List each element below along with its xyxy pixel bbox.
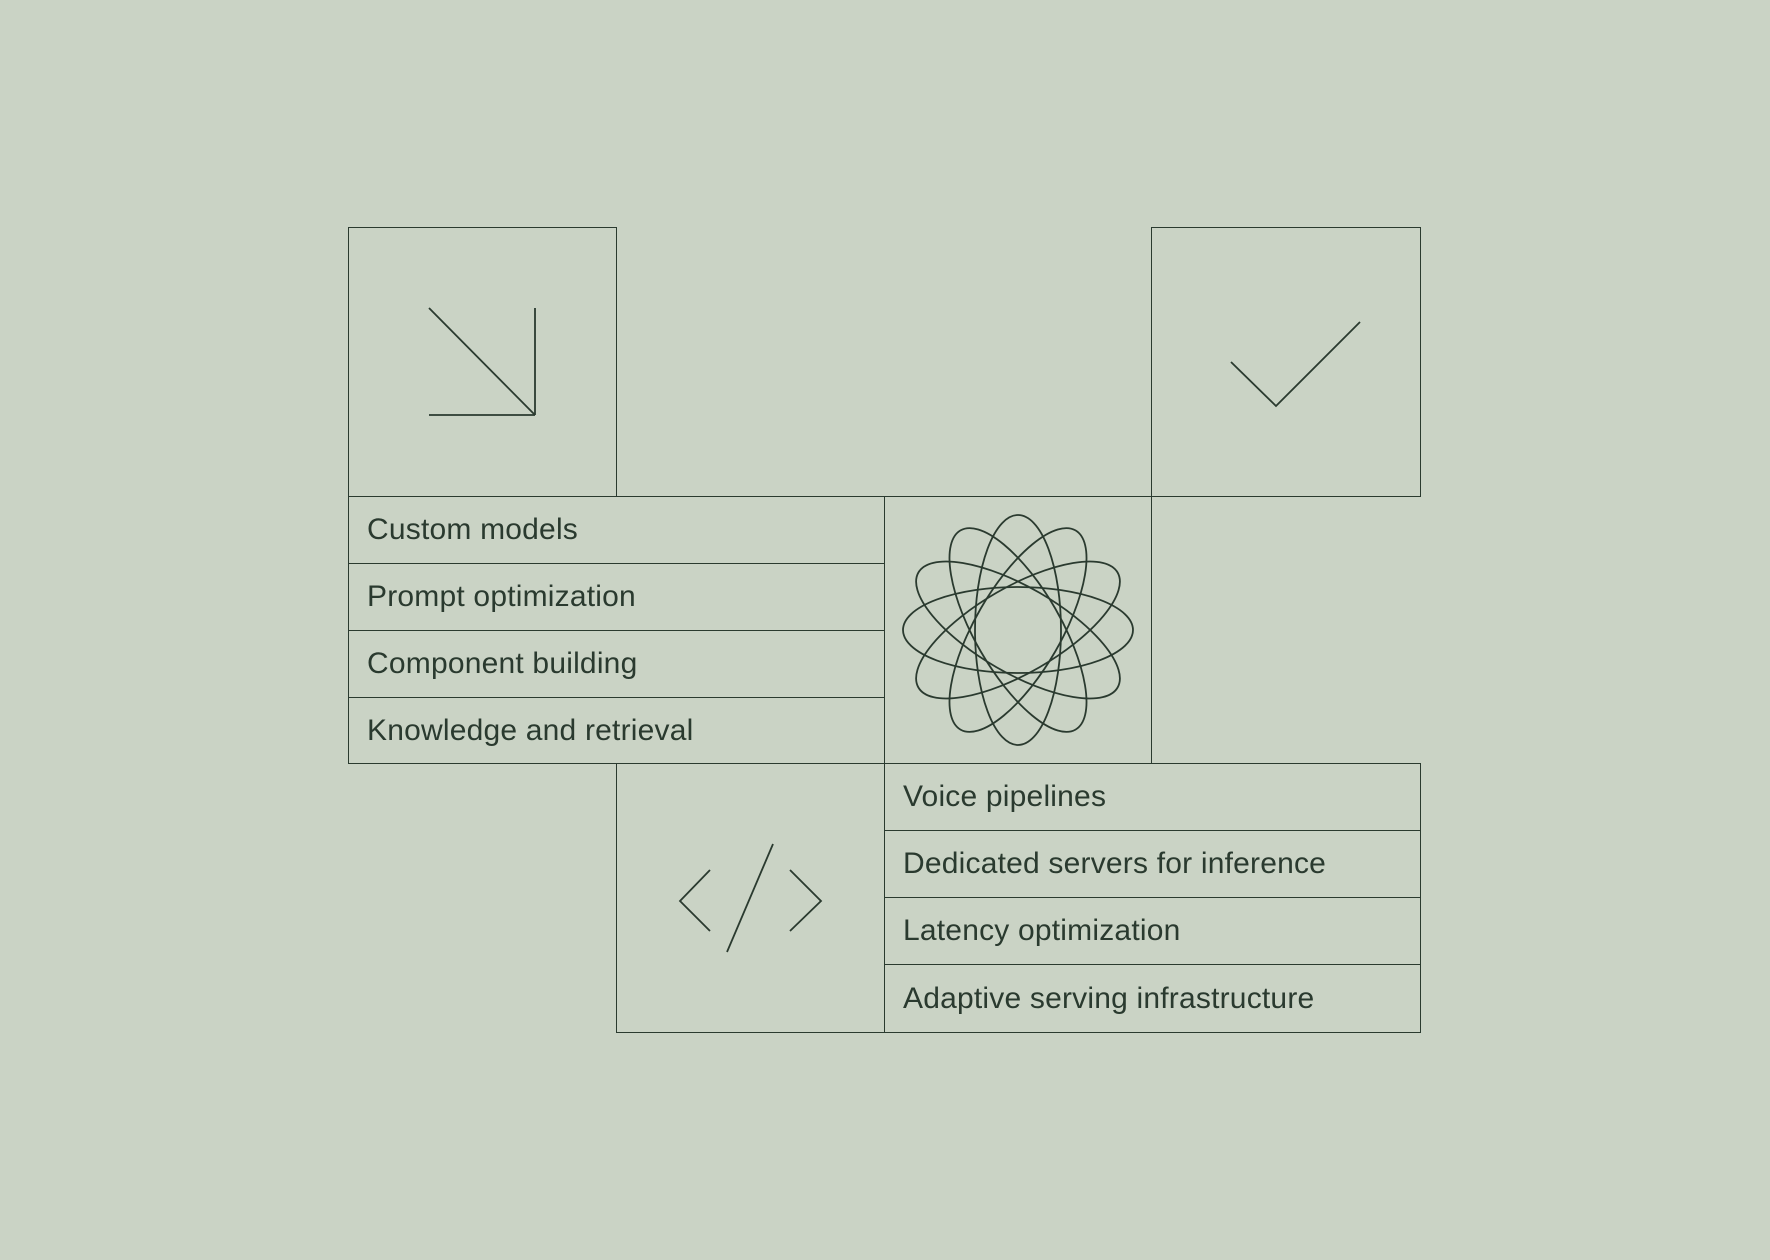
list-item-label: Latency optimization bbox=[903, 914, 1181, 947]
list-item-label: Adaptive serving infrastructure bbox=[903, 981, 1315, 1015]
list-item-label: Voice pipelines bbox=[903, 780, 1107, 813]
list-item-label: Prompt optimization bbox=[367, 580, 636, 613]
list-item: Voice pipelines bbox=[884, 763, 1421, 831]
list-item-label: Custom models bbox=[367, 513, 579, 546]
list-item-label: Component building bbox=[367, 647, 638, 680]
list-item: Knowledge and retrieval bbox=[348, 697, 885, 764]
list-item: Dedicated servers for inference bbox=[884, 830, 1421, 898]
list-item: Adaptive serving infrastructure bbox=[884, 964, 1421, 1033]
list-item-label: Knowledge and retrieval bbox=[367, 713, 694, 747]
atom-icon bbox=[902, 514, 1134, 746]
checkmark-icon bbox=[1230, 321, 1361, 408]
arrow-down-right-icon bbox=[428, 307, 536, 416]
list-item-label: Dedicated servers for inference bbox=[903, 847, 1327, 880]
check-tile bbox=[1151, 227, 1421, 497]
list-item: Prompt optimization bbox=[348, 563, 885, 631]
code-icon bbox=[678, 843, 823, 953]
